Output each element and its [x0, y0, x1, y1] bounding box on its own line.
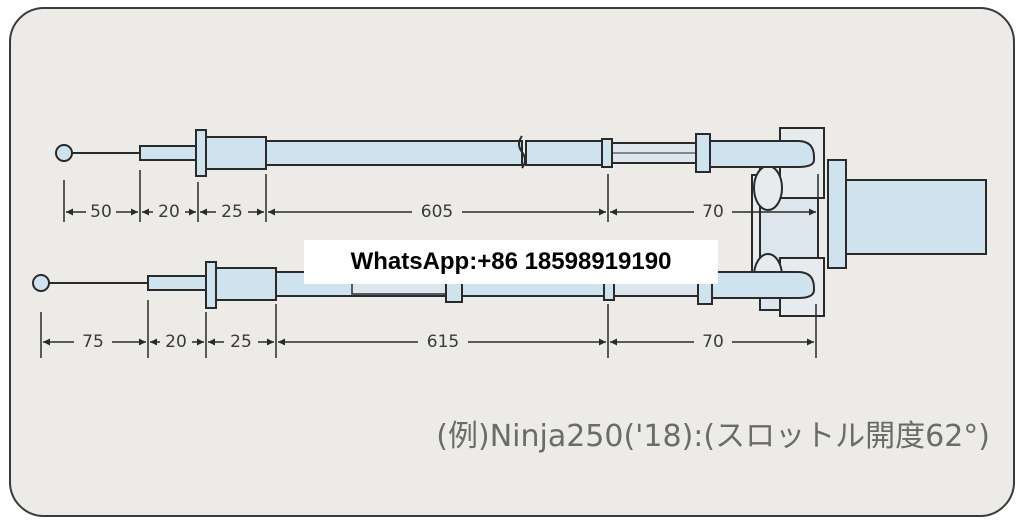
handlebar-grip	[845, 179, 987, 255]
upper-break-mark	[518, 135, 526, 169]
upper-bend-tube	[709, 140, 815, 168]
upper-extension-lines	[63, 170, 819, 222]
lower-bend-tube	[711, 271, 815, 299]
upper-dim-segment: 70	[610, 202, 816, 222]
upper-dimension-row: 50 20 25 605 70	[66, 202, 816, 222]
lower-dim-segment: 20	[150, 332, 204, 352]
upper-cable-end-ball	[55, 144, 73, 162]
upper-outer-housing-a	[265, 140, 523, 166]
diagram-caption: (例)Ninja250('18):(スロットル開度62°)	[436, 419, 990, 454]
upper-cable	[55, 129, 815, 177]
lower-adjuster-body	[215, 267, 277, 301]
upper-outer-housing-b	[525, 140, 607, 166]
lower-dim-label: 70	[702, 332, 724, 352]
lower-dim-label: 75	[82, 332, 104, 352]
upper-dim-segment: 25	[200, 202, 264, 222]
lower-adjuster-flange	[205, 261, 217, 309]
lower-wire-sleeve	[147, 275, 207, 291]
upper-dim-segment: 20	[142, 202, 196, 222]
lower-extension-lines	[40, 300, 817, 358]
whatsapp-watermark: WhatsApp:+86 18598919190	[304, 240, 718, 284]
upper-wire-sleeve	[139, 145, 197, 161]
upper-dim-label: 20	[158, 202, 180, 222]
upper-dim-segment: 50	[66, 202, 138, 222]
lower-cable-end-ball	[32, 274, 50, 292]
lower-dim-segment: 615	[278, 332, 606, 352]
upper-dim-label: 50	[90, 202, 112, 222]
upper-dim-label: 605	[421, 202, 453, 222]
upper-dim-segment: 605	[268, 202, 606, 222]
upper-dim-label: 25	[221, 202, 243, 222]
upper-adjuster-body	[205, 136, 267, 170]
upper-pulley	[753, 165, 783, 211]
upper-ferrule	[601, 138, 613, 168]
upper-adjuster-flange	[195, 129, 207, 177]
lower-dim-label: 25	[230, 332, 252, 352]
lower-dim-label: 615	[427, 332, 459, 352]
upper-dim-label: 70	[702, 202, 724, 222]
lower-dim-segment: 70	[610, 332, 814, 352]
lower-dim-label: 20	[165, 332, 187, 352]
upper-lock-nut	[695, 133, 711, 173]
lower-dim-segment: 75	[43, 332, 146, 352]
lower-dimension-row: 75 20 25 615 70	[43, 332, 814, 352]
lower-dim-segment: 25	[208, 332, 274, 352]
drum-flange	[827, 159, 847, 269]
